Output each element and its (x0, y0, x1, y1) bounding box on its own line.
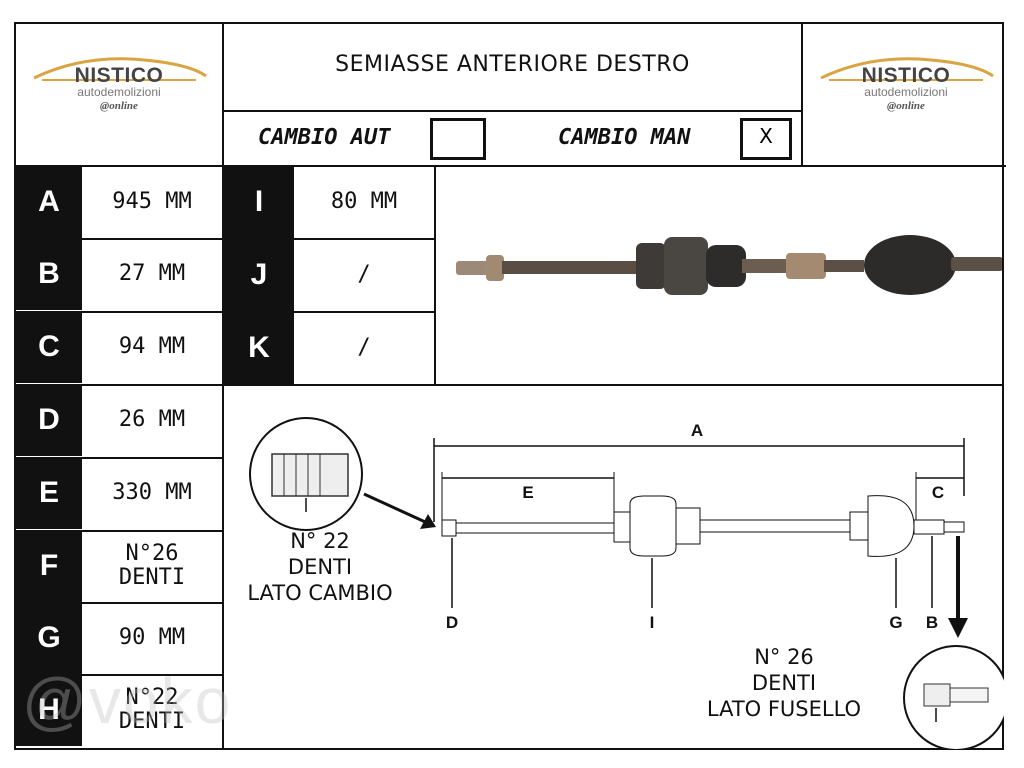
dim-label-a: A (691, 421, 703, 440)
note-cambio-line2: DENTI (287, 555, 353, 579)
spec-value: 945 MM (112, 189, 192, 214)
spec-value: 94 MM (118, 334, 186, 359)
spec-value: N°22 DENTI (118, 685, 186, 734)
logo-right: NISTICO autodemolizioni @online (811, 57, 1001, 112)
car-swoosh-icon (820, 57, 994, 81)
spec-letter: A (16, 166, 82, 238)
spec-letter: B (16, 238, 82, 310)
axle-photo (436, 167, 1002, 383)
note-lato-fusello: N° 26 DENTI LATO FUSELLO (684, 644, 884, 722)
spec-value: 330 MM (112, 480, 192, 505)
logo-left: NISTICO autodemolizioni @online (24, 57, 214, 112)
logo-brand: NISTICO (74, 64, 164, 87)
note-cambio-line1: N° 22 (290, 529, 350, 553)
watermark: @voko (22, 665, 233, 737)
logo-sub: autodemolizioni (77, 85, 161, 99)
logo-online: @online (887, 100, 925, 112)
spec-letter: C (16, 311, 82, 383)
page-title: SEMIASSE ANTERIORE DESTRO (335, 52, 690, 77)
spec-letter: K (224, 312, 294, 384)
spec-sheet: NISTICO autodemolizioni @online NISTICO … (14, 22, 1006, 750)
axle-diagram: A E C D I G B (249, 417, 1004, 750)
spec-value: / (357, 335, 371, 360)
cambio-man-label: CAMBIO MAN (558, 125, 691, 150)
dim-label-d: D (446, 613, 458, 632)
logo-online: @online (100, 100, 138, 112)
car-swoosh-icon (33, 57, 207, 81)
cambio-man-checkbox[interactable]: X (740, 118, 792, 160)
spec-letter: J (224, 239, 294, 311)
spec-value: N°26 DENTI (118, 541, 186, 590)
cambio-aut-label: CAMBIO AUT (258, 125, 391, 150)
spec-letter: F (16, 530, 82, 602)
logo-sub: autodemolizioni (864, 85, 948, 99)
spec-value: 26 MM (118, 407, 186, 432)
note-fusello-line3: LATO FUSELLO (706, 697, 862, 721)
note-fusello-line2: DENTI (751, 671, 817, 695)
spec-value: / (357, 262, 371, 287)
spec-letter: D (16, 384, 82, 456)
note-cambio-line3: LATO CAMBIO (247, 581, 393, 605)
spec-letter: G (16, 602, 82, 674)
logo-brand: NISTICO (861, 64, 951, 87)
spec-letter: I (224, 166, 294, 238)
cambio-aut-checkbox[interactable] (430, 118, 486, 160)
note-lato-cambio: N° 22 DENTI LATO CAMBIO (230, 528, 410, 606)
dim-label-g: G (889, 613, 902, 632)
dim-label-i: I (650, 613, 655, 632)
dim-label-c: C (932, 483, 944, 502)
spec-letter: E (16, 457, 82, 529)
axle-photo-shaft (456, 235, 1002, 295)
spec-letter: H (16, 674, 82, 746)
note-fusello-line1: N° 26 (754, 645, 814, 669)
spec-value: 27 MM (118, 261, 186, 286)
dim-label-b: B (926, 613, 938, 632)
spec-value: 90 MM (118, 625, 186, 650)
spec-value: 80 MM (330, 189, 398, 214)
dim-label-e: E (522, 483, 533, 502)
